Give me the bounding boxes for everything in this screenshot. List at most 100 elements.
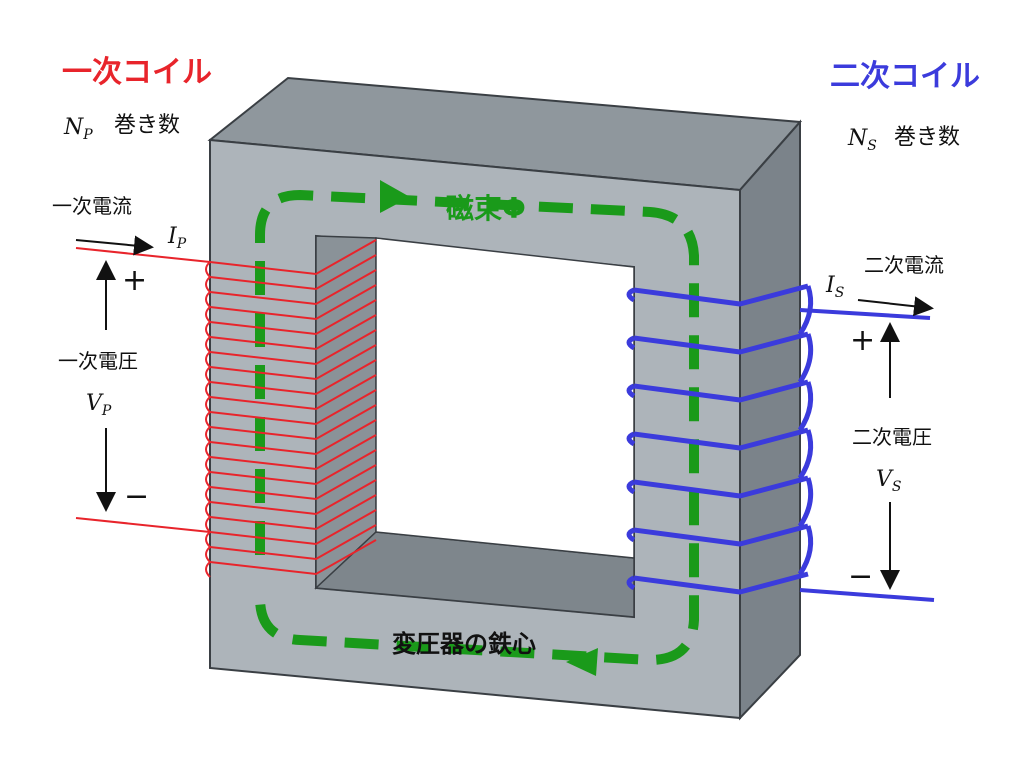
primary-winding-turn [209,524,377,561]
secondary-winding-back [626,479,636,495]
primary-winding-turn [209,254,377,291]
primary-plus-sign: + [122,263,147,298]
primary-winding-turn [209,449,377,486]
secondary-winding-side [797,285,814,336]
primary-current-symbol: IP [167,224,187,252]
magnetic-flux-label: 磁束Φ [446,192,526,225]
secondary-winding-back [626,383,636,399]
primary-winding-turn [209,374,377,411]
primary-winding-turn [209,539,377,576]
primary-winding-turn [209,344,377,381]
secondary-winding-back [626,335,636,351]
magnetic-flux-path [255,180,699,676]
core-right-face [739,119,801,721]
primary-winding-back [205,486,211,503]
primary-current-arrow [75,235,154,256]
primary-winding-turn [209,269,377,306]
secondary-winding-turn [633,427,809,451]
secondary-current-arrow [857,296,934,317]
secondary-winding-side [797,333,814,384]
core-label: 変圧器の鉄心 [392,630,536,658]
primary-winding-turn [209,314,377,351]
primary-coil-title: 一次コイル [62,55,212,90]
primary-winding-back [205,471,211,488]
secondary-voltage-label: 二次電圧 [852,425,932,449]
primary-winding-back [205,321,211,338]
core-window [375,237,635,559]
primary-winding-back [205,531,211,548]
primary-winding-turn [209,389,377,426]
primary-winding-turn [209,299,377,336]
flux-loop [255,189,699,666]
secondary-winding-side [797,429,814,480]
primary-winding-back [205,291,211,308]
primary-winding-back [205,546,211,563]
primary-winding-turn [209,464,377,501]
primary-winding-back [205,336,211,353]
secondary-winding-back [626,575,636,591]
primary-winding-turn [209,404,377,441]
secondary-coil [626,283,935,602]
primary-current-label: 一次電流 [52,194,132,218]
primary-winding-turn [209,509,377,546]
secondary-minus-sign: − [848,559,873,594]
primary-winding-turn [209,419,377,456]
primary-winding-back [205,351,211,368]
primary-winding-turn [209,494,377,531]
window-left-wall [315,235,377,590]
primary-winding-back [205,276,211,293]
secondary-winding-turn [633,523,809,547]
primary-winding-turn [209,239,377,276]
primary-winding-turn [209,329,377,366]
primary-winding-turn [209,434,377,471]
primary-turns-symbol: NP [63,115,93,143]
secondary-turns-symbol: NS [847,126,877,154]
secondary-winding-side [797,381,814,432]
secondary-plus-sign: + [850,323,875,358]
secondary-winding-back [626,287,636,303]
secondary-winding-turn [633,475,809,499]
secondary-turns-label: 巻き数 [894,125,960,150]
primary-winding-back [205,441,211,458]
primary-lead-bottom [75,517,211,533]
primary-voltage-symbol: VP [86,391,112,419]
primary-winding-back [205,411,211,428]
primary-winding-back [205,306,211,323]
primary-turns-label: 巻き数 [114,113,180,138]
primary-winding-back [205,396,211,413]
primary-winding-back [205,381,211,398]
primary-winding-back [205,261,211,278]
secondary-lead-bottom [799,588,935,602]
secondary-current-symbol: IS [825,273,844,301]
secondary-winding-turn [633,331,809,355]
secondary-voltage-symbol: VS [876,467,901,495]
primary-winding-back [205,456,211,473]
primary-winding-back [205,501,211,518]
primary-winding-turn [209,479,377,516]
primary-winding-back [205,561,211,578]
primary-voltage-label: 一次電圧 [58,349,138,373]
primary-coil [75,239,377,578]
primary-lead-top [75,247,211,263]
primary-winding-back [205,516,211,533]
secondary-winding-side [797,525,814,576]
transformer-core [207,76,803,721]
secondary-winding-side [797,477,814,528]
primary-winding-turn [209,284,377,321]
secondary-winding-turn [633,379,809,403]
secondary-winding-turn [633,571,809,595]
primary-minus-sign: − [124,479,149,514]
primary-winding-back [205,426,211,443]
secondary-winding-back [626,431,636,447]
flux-arrow-bottom [566,648,598,676]
secondary-coil-title: 二次コイル [830,59,980,94]
secondary-winding-back [626,527,636,543]
primary-winding-back [205,366,211,383]
primary-winding-turn [209,359,377,396]
secondary-current-label: 二次電流 [864,253,944,277]
flux-arrow-top [380,180,410,213]
secondary-winding-turn [633,283,809,307]
secondary-lead-top [799,308,931,320]
